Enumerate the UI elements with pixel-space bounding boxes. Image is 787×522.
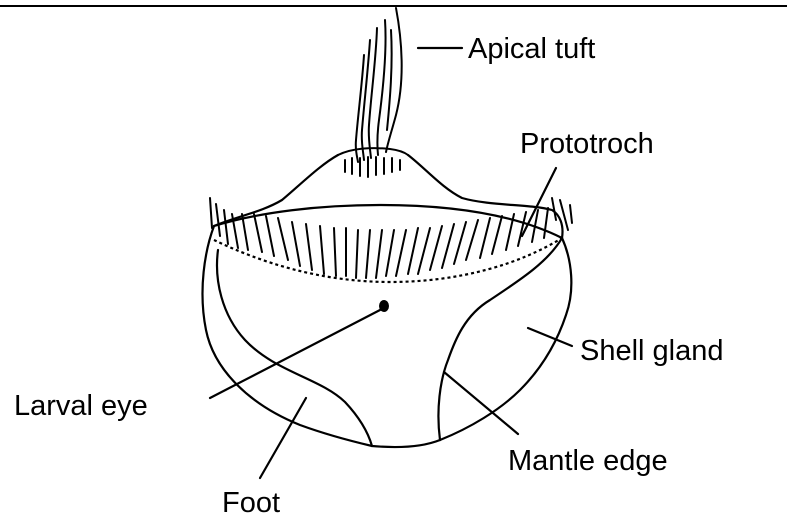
- label-foot: Foot: [222, 487, 280, 519]
- mantle-edge-line: [438, 238, 562, 440]
- foot-leader: [260, 398, 306, 478]
- body-outline-upper: [214, 155, 563, 238]
- label-larval-eye: Larval eye: [14, 390, 148, 422]
- label-apical-tuft: Apical tuft: [468, 33, 595, 65]
- shell-gland-leader: [528, 328, 572, 346]
- larval-eye-leader: [210, 310, 380, 398]
- prototroch-cilia: [210, 198, 572, 278]
- shell-gland-outline: [440, 238, 571, 440]
- label-prototroch: Prototroch: [520, 128, 654, 160]
- body-outline-lower: [202, 226, 440, 447]
- label-shell-gland: Shell gland: [580, 335, 724, 367]
- prototroch-leader: [522, 168, 556, 236]
- label-mantle-edge: Mantle edge: [508, 445, 668, 477]
- apical-tuft: [356, 8, 402, 162]
- apical-organ: [338, 148, 408, 177]
